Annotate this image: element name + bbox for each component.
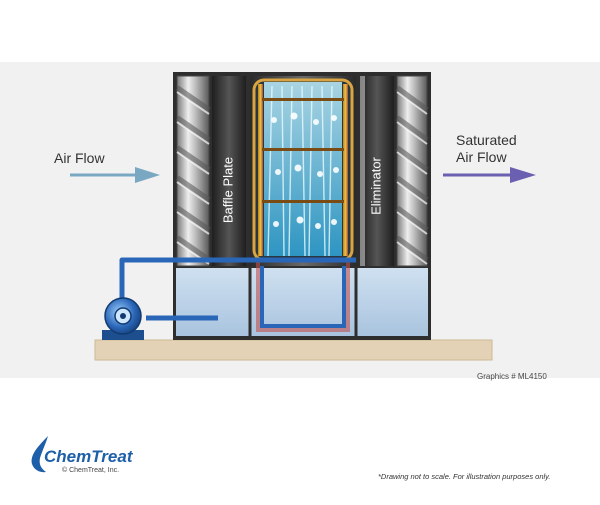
air-flow-in-label: Air Flow [54,150,105,166]
air-flow-out-line2: Air Flow [456,149,507,165]
air-flow-out-line1: Saturated [456,132,517,148]
disclaimer-text: *Drawing not to scale. For illustration … [378,472,551,481]
air-flow-out-label: Saturated Air Flow [456,132,517,166]
eliminator-edge [360,76,365,266]
supply-pipe [119,257,356,321]
outlet-louver [395,75,429,267]
pump [102,297,144,340]
spray-chamber [250,76,356,266]
graphics-id-label: Graphics # ML4150 [477,372,547,381]
ground-slab [94,339,493,361]
air-flow-in-arrow [70,167,160,183]
eliminator-label: Eliminator [368,156,383,214]
inlet-louver [175,75,211,267]
riser-loop [256,262,350,332]
chemtreat-drop-icon [31,436,48,473]
copyright-text: © ChemTreat, Inc. [62,467,120,474]
baffle-plate-label: Baffle Plate [220,157,235,223]
eliminator-panel [360,76,394,266]
chemtreat-logo-text: ChemTreat [44,447,133,466]
air-flow-out-arrow [443,167,536,183]
baffle-plate-panel [212,76,246,266]
